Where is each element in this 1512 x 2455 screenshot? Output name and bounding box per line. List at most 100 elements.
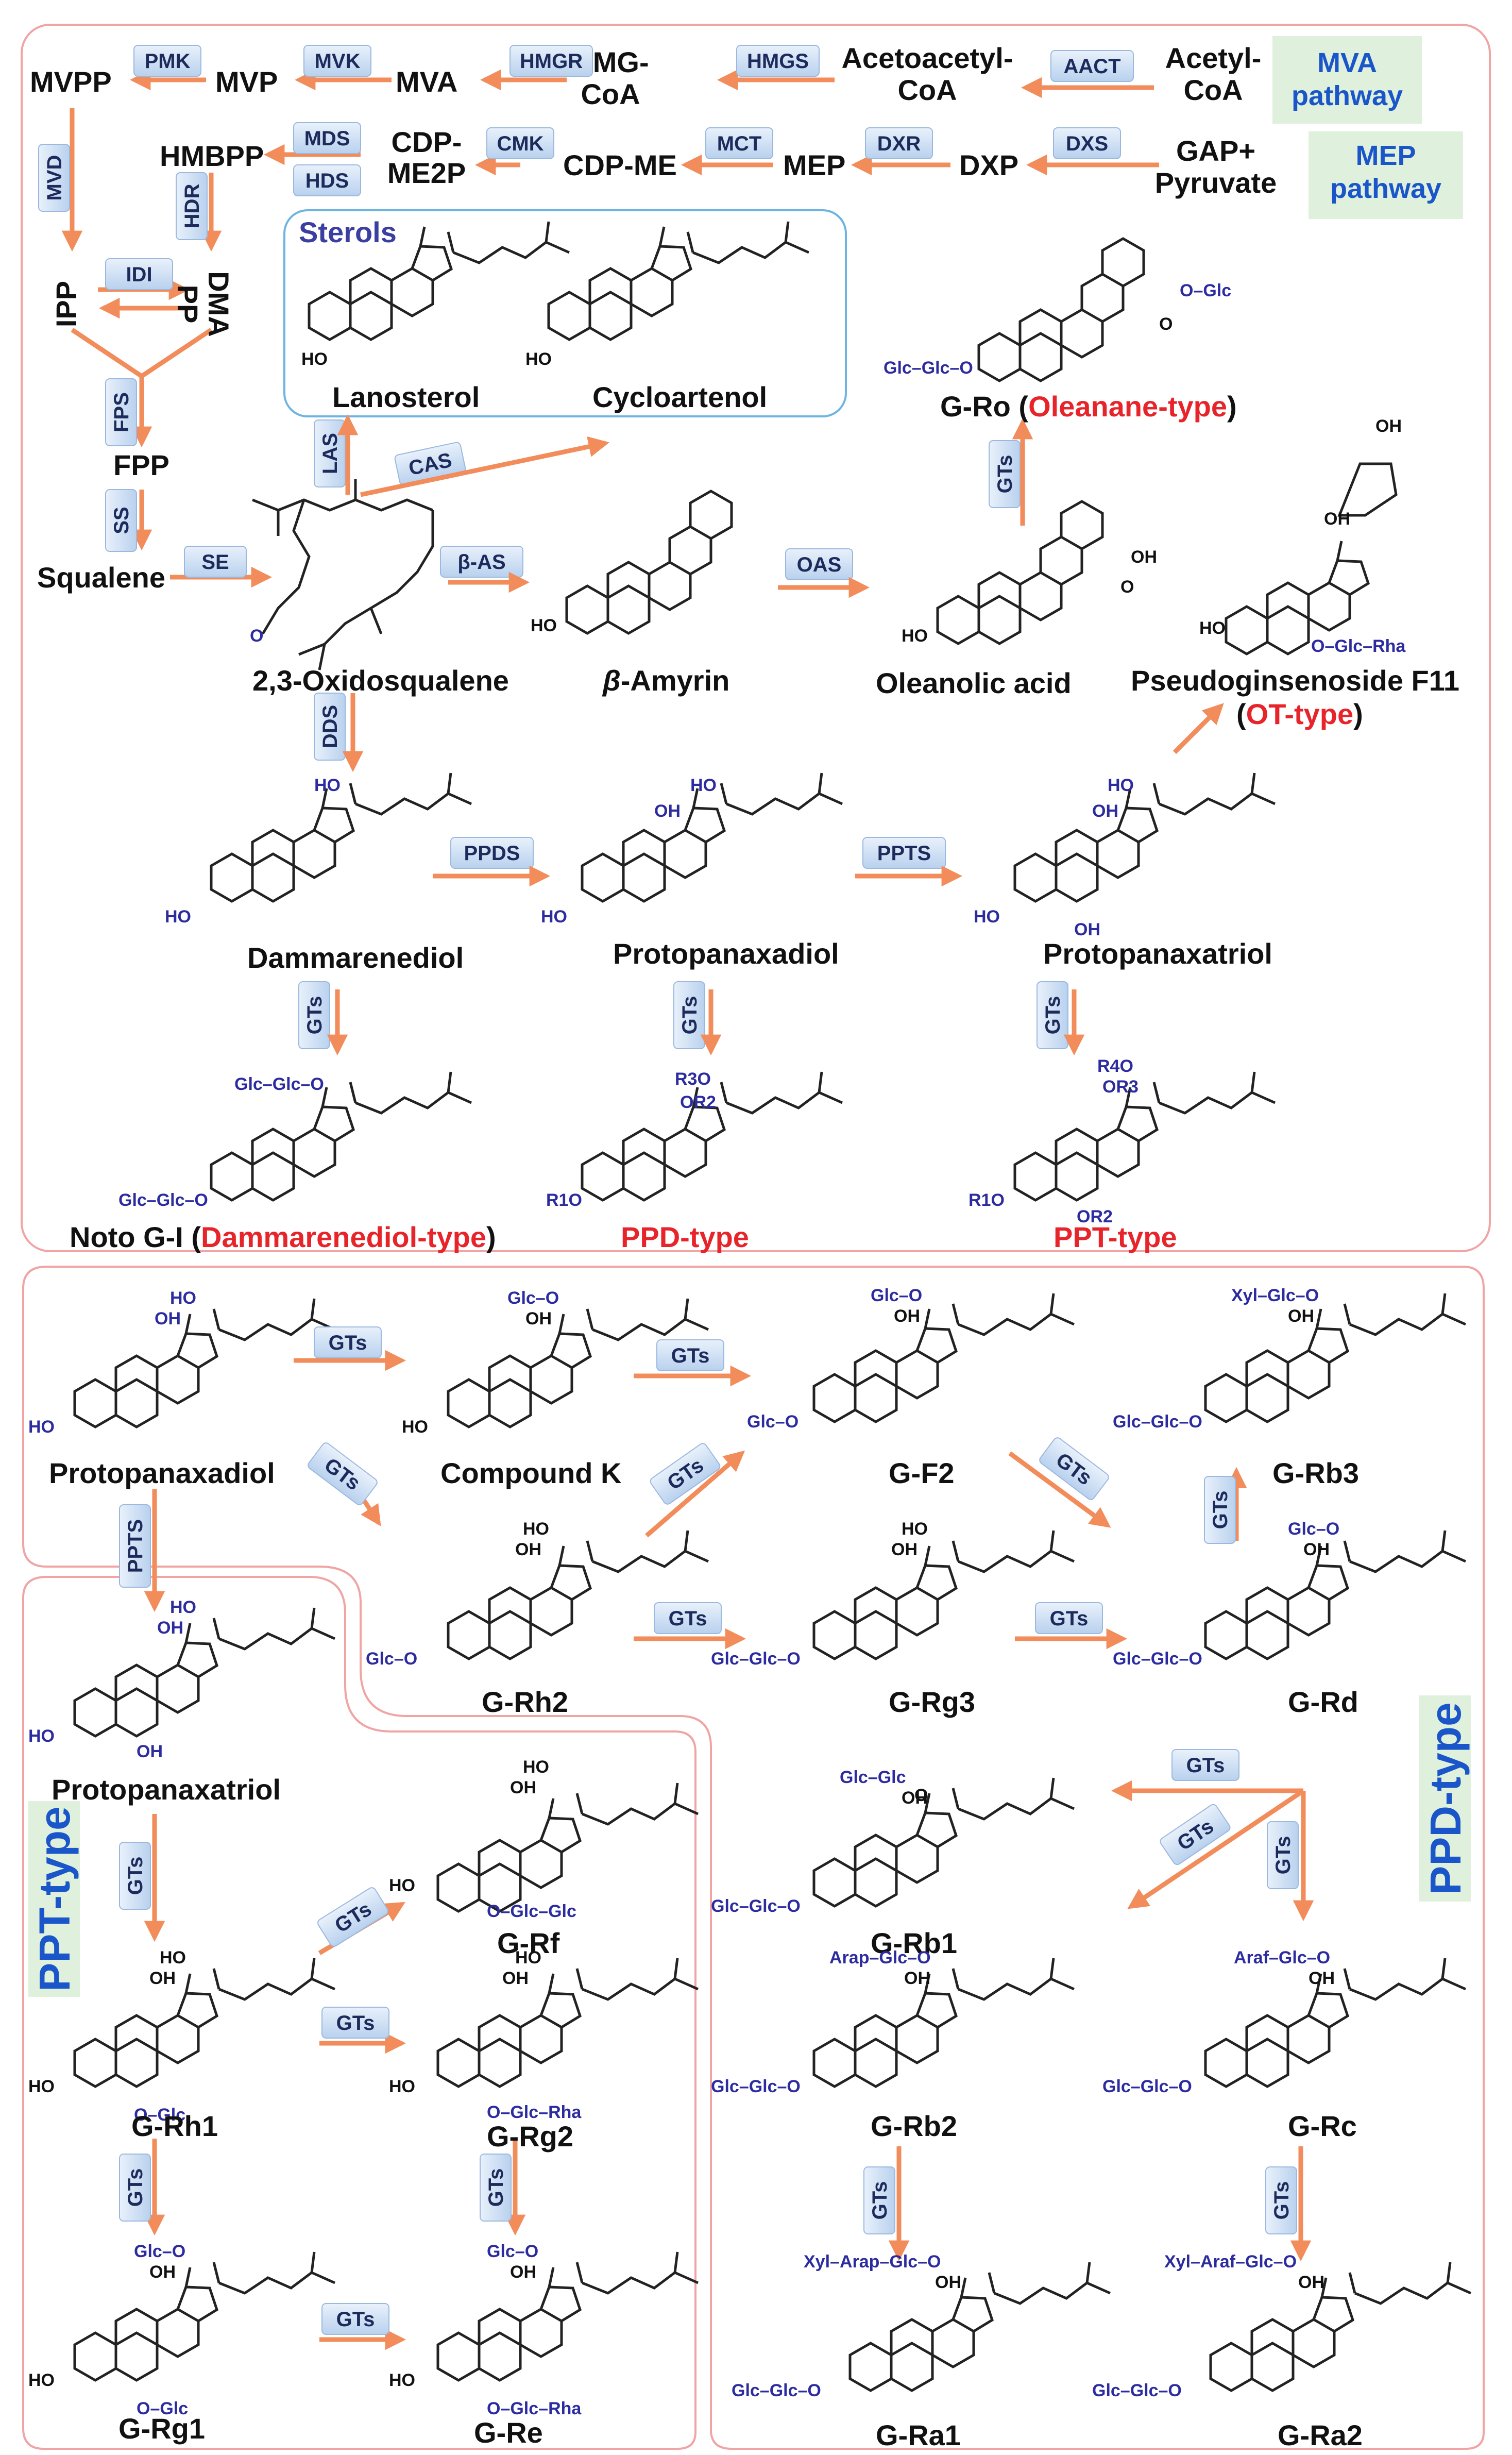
enzyme-gts: GTs xyxy=(656,1339,724,1371)
sterols-title: Sterols xyxy=(299,216,397,248)
svg-text:Glc–O: Glc–O xyxy=(366,1649,417,1669)
label-ipp: IPP xyxy=(50,281,82,327)
enzyme-dds: DDS xyxy=(314,693,346,761)
svg-text:OH: OH xyxy=(149,2262,176,2282)
enzyme-mvk: MVK xyxy=(303,45,371,77)
svg-text:GTs: GTs xyxy=(1186,1754,1225,1777)
svg-text:GTs: GTs xyxy=(1209,1491,1232,1529)
svg-text:R4O: R4O xyxy=(1097,1056,1133,1076)
enzyme-mds: MDS xyxy=(293,122,361,154)
svg-text:PPD-type: PPD-type xyxy=(1421,1702,1470,1894)
svg-text:GTs: GTs xyxy=(994,455,1016,494)
svg-text:OH: OH xyxy=(510,1778,536,1797)
label-g-rg2: G-Rg2 xyxy=(487,2120,573,2153)
enzyme-gts: GTs xyxy=(314,1326,382,1358)
svg-text:HO: HO xyxy=(402,1417,428,1437)
svg-text:PPDS: PPDS xyxy=(464,842,520,865)
svg-text:HDR: HDR xyxy=(181,184,203,229)
svg-text:OH: OH xyxy=(904,1969,930,1988)
label-g-rd: G-Rd xyxy=(1288,1686,1358,1718)
label-acetyl-coa: Acetyl-CoA xyxy=(1165,42,1262,106)
enzyme-gts: GTs xyxy=(308,1442,378,1505)
svg-text:MCT: MCT xyxy=(717,132,762,155)
svg-text:Glc–Glc–O: Glc–Glc–O xyxy=(1113,1649,1202,1669)
svg-text:HO: HO xyxy=(531,616,557,635)
svg-text:OH: OH xyxy=(1303,1540,1330,1559)
label-dammarenediol: Dammarenediol xyxy=(247,941,464,974)
enzyme-gts: GTs xyxy=(863,2166,895,2234)
svg-text:Glc–O: Glc–O xyxy=(487,2242,538,2261)
label-cdp-me: CDP-ME xyxy=(563,149,677,181)
svg-text:HO: HO xyxy=(170,1598,196,1617)
label-pseudoginsenoside-f11: Pseudoginsenoside F11 xyxy=(1131,664,1459,697)
svg-text:HO: HO xyxy=(160,1948,186,1968)
enzyme-cmk: CMK xyxy=(486,127,554,159)
enzyme-las: LAS xyxy=(314,419,346,487)
enzyme-fps: FPS xyxy=(105,378,137,446)
enzyme-gts: GTs xyxy=(654,1602,722,1634)
arrows-ppd-ppt xyxy=(144,1350,1314,2350)
svg-text:FPS: FPS xyxy=(110,392,133,432)
svg-text:OAS: OAS xyxy=(797,553,842,576)
svg-text:OH: OH xyxy=(1288,1306,1314,1326)
enzyme-gts: GTs xyxy=(1160,1804,1231,1865)
enzyme-ppts: PPTS xyxy=(119,1504,151,1588)
svg-text:HO: HO xyxy=(525,349,552,369)
svg-text:R3O: R3O xyxy=(675,1069,711,1089)
enzyme-gts: GTs xyxy=(1204,1476,1236,1544)
svg-text:OH: OH xyxy=(1131,547,1157,567)
svg-text:GTs: GTs xyxy=(1272,1836,1295,1875)
label-mva: MVA xyxy=(396,65,457,98)
label-g-ra1: G-Ra1 xyxy=(876,2419,961,2451)
enzyme-mvd: MVD xyxy=(38,144,70,212)
svg-text:OH: OH xyxy=(515,1540,541,1559)
arrows-sterol-triterpene xyxy=(327,414,1224,1056)
label-g-rc: G-Rc xyxy=(1288,2110,1357,2142)
svg-text:AACT: AACT xyxy=(1063,55,1120,78)
svg-text:GTs: GTs xyxy=(1050,1607,1089,1630)
enzyme-gts: GTs xyxy=(1267,1821,1299,1889)
svg-text:DXS: DXS xyxy=(1066,132,1108,155)
label-ot-type: (OT-type) xyxy=(1236,698,1363,730)
enzyme-ppts: PPTS xyxy=(862,837,946,869)
svg-text:OH: OH xyxy=(1375,416,1402,436)
panel-ppd-type xyxy=(22,1266,1485,2450)
label-compound-k: Compound K xyxy=(440,1457,621,1489)
svg-text:HO: HO xyxy=(389,2370,415,2390)
svg-text:Glc–O: Glc–O xyxy=(747,1412,799,1432)
svg-text:GTs: GTs xyxy=(1042,996,1064,1035)
svg-text:GTs: GTs xyxy=(669,1607,707,1630)
enzyme-gts: GTs xyxy=(1171,1749,1239,1781)
svg-text:GTs: GTs xyxy=(124,1857,147,1895)
label-g-rh1: G-Rh1 xyxy=(131,2110,218,2142)
enzyme-gts: GTs xyxy=(298,981,330,1049)
svg-text:O–Glc–Rha: O–Glc–Rha xyxy=(487,2103,582,2122)
enzyme-oas: OAS xyxy=(785,548,853,580)
svg-text:HMGR: HMGR xyxy=(520,50,583,73)
label-mvp: MVP xyxy=(215,65,278,98)
svg-text:OH: OH xyxy=(935,2273,961,2292)
label-g-rf: G-Rf xyxy=(497,1927,560,1959)
panel-biosynthesis xyxy=(21,24,1491,1252)
enzyme-gts: GTs xyxy=(321,2007,389,2039)
label-g-rb2: G-Rb2 xyxy=(871,2110,957,2142)
enzyme-gts: GTs xyxy=(989,440,1021,508)
svg-text:Glc–Glc–O: Glc–Glc–O xyxy=(711,2077,801,2096)
svg-text:HO: HO xyxy=(28,1417,55,1437)
enzyme-gts: GTs xyxy=(317,1887,388,1947)
svg-text:HO: HO xyxy=(541,907,567,927)
enzyme-gts: GTs xyxy=(119,2154,151,2222)
svg-text:OH: OH xyxy=(149,1969,176,1988)
svg-text:HO: HO xyxy=(523,1757,549,1777)
label-mvpp: MVPP xyxy=(30,65,112,98)
ipp-fps-junction xyxy=(71,328,213,378)
svg-text:OR2: OR2 xyxy=(680,1092,716,1112)
svg-text:HO: HO xyxy=(1108,776,1134,795)
svg-text:HO: HO xyxy=(389,1876,415,1895)
svg-text:OH: OH xyxy=(155,1309,181,1329)
label-g-rb3: G-Rb3 xyxy=(1272,1457,1359,1489)
svg-text:HO: HO xyxy=(515,1948,541,1968)
